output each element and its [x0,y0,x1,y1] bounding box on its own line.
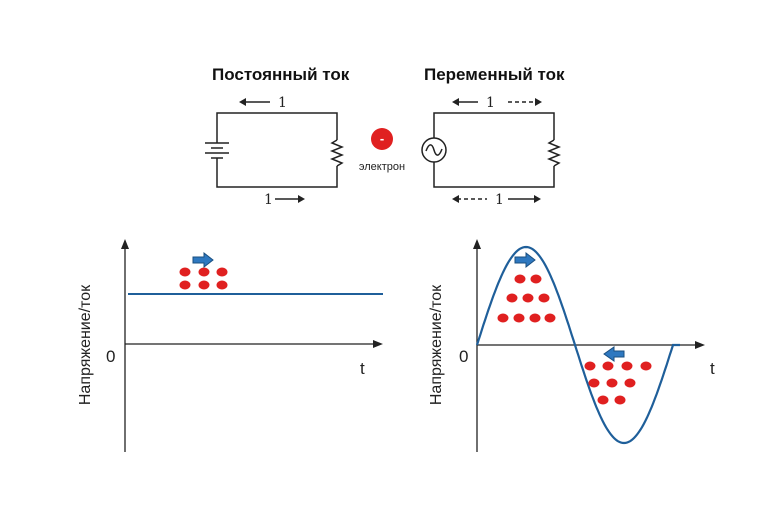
ac-y-axis-label: Напряжение/ток [428,284,445,405]
dc-current-arrow-bottom: 1 [264,192,305,208]
dc-electrons [179,267,228,290]
resistor-icon [546,139,562,167]
electron-symbol: - [380,131,384,146]
ac-current-arrow-bottom: 1 [452,192,541,208]
resistor-icon [329,139,345,167]
ac-current-arrow-top: 1 [452,95,542,111]
ac-title: Переменный ток [424,65,565,84]
ac-sine-wave [475,245,680,445]
dc-direction-arrow-right [192,251,214,269]
ac-electrons-negative [584,361,652,405]
ac-circuit: 1 1 [421,95,562,208]
dc-graph: Напряжение/ток 0 t [77,239,383,452]
ac-x-axis-label: t [710,359,715,378]
ac-direction-arrow-left [603,346,625,362]
ac-origin-label: 0 [459,347,468,366]
ac-electrons-positive [497,274,556,323]
svg-text:1: 1 [278,95,287,111]
ac-direction-arrow-right [514,251,536,269]
ac-graph: Напряжение/ток 0 t [428,239,715,452]
ac-source-icon [421,137,447,163]
dc-origin-label: 0 [106,347,115,366]
svg-text:1: 1 [264,192,273,208]
dc-current-arrow-top: 1 [239,95,287,111]
dc-title: Постоянный ток [212,65,350,84]
battery-icon [205,142,229,159]
electron-legend: - электрон [359,128,405,173]
svg-text:1: 1 [486,95,495,111]
dc-circuit: 1 1 [205,95,345,208]
svg-text:1: 1 [495,192,504,208]
dc-x-axis-label: t [360,359,365,378]
dc-y-axis-label: Напряжение/ток [77,284,94,405]
electron-label: электрон [359,161,405,173]
